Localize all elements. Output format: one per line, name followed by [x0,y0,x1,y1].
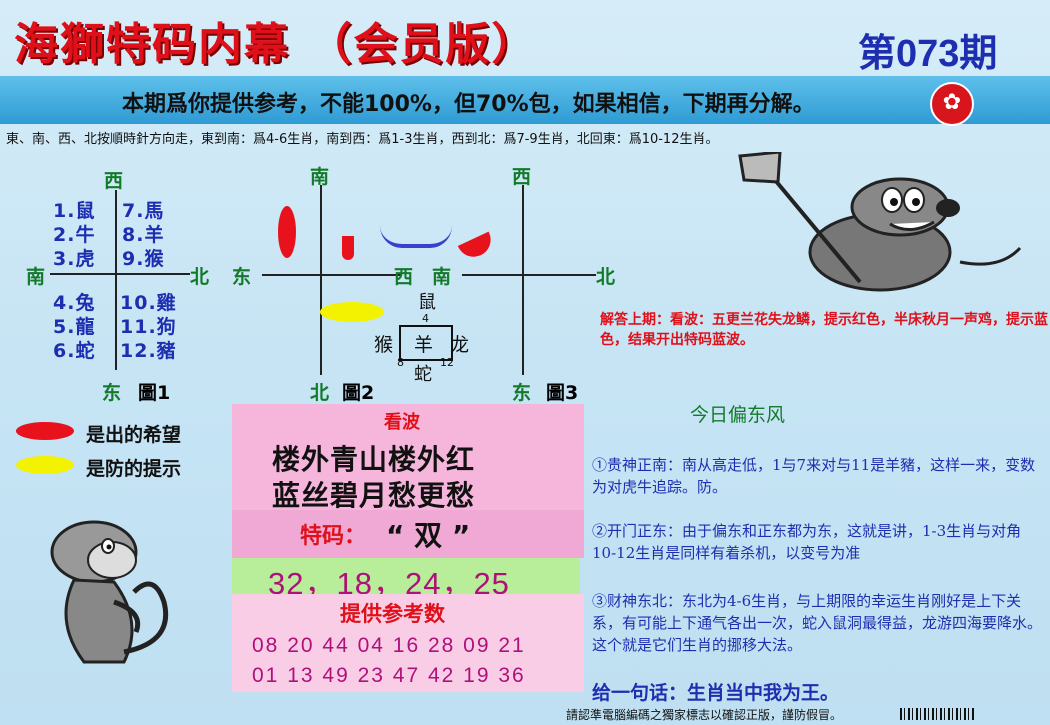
diagram2-caption: 圖2 [342,382,375,404]
diagram2-center-bl: 8 [397,356,404,369]
diagram1-top: 西 [104,170,124,192]
diagram1-right: 北 [190,266,210,288]
page-title: 海獅特码内幕 （会员版） [14,19,538,70]
legend-red-swatch [16,422,74,440]
diagram2-box [399,325,453,361]
diagram1-item: 3.虎 [53,248,96,270]
hk-flag-icon: ✿ [930,82,974,126]
paragraph: ①贵神正南：南从高走低，1与7来对与11是羊豬，这样一来，变数为对虎牛追踪。防。 [592,456,1036,496]
diagram3-right: 北 [596,266,616,288]
legend-yellow-label: 是防的提示 [86,458,182,480]
barcode-icon [900,708,976,720]
legend-yellow-swatch [16,456,74,474]
diagram2-right: 西 [394,266,414,288]
diagram2-center-right: 龙 [450,334,470,356]
diagram1-item: 12.豬 [120,340,177,362]
yellow-blob [320,302,384,322]
direction-note: 東、南、西、北按順時針方向走，東到南：爲4-6生肖，南到西：爲1-3生肖，西到北… [6,132,719,147]
answer-last: 解答上期：看波：五更兰花失龙鳞，提示红色，半床秋月一声鸡，提示蓝色，结果开出特码… [600,312,1048,348]
shovel-blade [738,152,782,184]
diagram1-item: 6.蛇 [53,340,96,362]
diagram2-center-bottom: 蛇 [414,364,432,385]
monkey-arm [113,599,141,633]
diagram2-bottom: 北 [310,382,330,404]
diagram1-left: 南 [26,266,46,288]
monkey-pupil [106,544,112,550]
slogan-bar [0,76,1050,124]
paragraph: ③财神东北：东北为4-6生肖，与上期限的幸运生肖刚好是上下关系，有可能上下通气各… [592,592,1043,654]
mole-nose [936,199,960,217]
issue-number: 第073期 [858,33,998,75]
diagram2-hline [262,274,402,276]
mole-pupil [890,198,898,206]
diagram1-item: 4.兔 [53,292,96,314]
diagram1-item: 2.牛 [53,224,96,246]
tema-value: “ 双 ” [386,519,471,552]
diagram2-center-mid: 羊 [414,334,434,356]
kanbo-box [232,404,584,510]
diagram3-top: 西 [512,166,532,188]
slogan-text: 本期爲你提供参考，不能100%，但70%包，如果相信，下期再分解。 [122,92,815,117]
mole-pupil [912,198,920,206]
diagram3-hline [462,274,596,276]
diagram1-item: 9.猴 [122,248,165,270]
ref-row2: 01 13 49 23 47 42 19 36 [252,664,526,687]
ref-box [232,594,584,692]
mole-mouth [889,220,935,231]
diagram2-center-top-num: 4 [422,312,429,325]
monkey-cartoon [50,520,169,664]
diagram1-item: 7.馬 [122,200,165,222]
ref-row1: 08 20 44 04 16 28 09 21 [252,634,526,657]
paragraph: ②开门正东：由于偏东和正东都为东，这就是讲，1-3生肖与对角10-12生肖是同样… [592,522,1022,562]
diagram3-vline [522,185,524,375]
diagram1-item: 5.龍 [53,316,96,338]
red-blob [342,236,354,260]
numbers-main-box [232,558,580,594]
diagram1-vline [115,190,117,370]
diagram2-center-left: 猴 [374,334,394,356]
red-blob [278,206,296,258]
diagram3-caption: 圖3 [546,382,579,404]
diagram2-center-top: 鼠 [418,292,436,313]
blue-arc [380,226,452,248]
diagram2-center-br: 12 [440,356,454,369]
footer-note: 請認準電腦編碼之獨家標志以確認正版，謹防假冒。 [566,708,843,722]
diagram1-item: 10.雞 [120,292,177,314]
kanbo-label: 看波 [384,412,420,433]
diagram1-item: 1.鼠 [53,200,96,222]
today-wind: 今日偏东风 [690,404,786,426]
tema-box [232,510,584,558]
diagram1-caption: 圖1 [138,382,171,404]
monkey-tail [123,581,169,655]
mole-cartoon [738,152,1022,292]
diagram3-bottom: 东 [512,382,532,404]
closing-line: 给一句话：生肖当中我为王。 [592,682,840,704]
ref-label: 提供参考数 [340,602,445,626]
mole-claw [959,246,1022,266]
kanbo-line2: 蓝丝碧月愁更愁 [272,479,476,512]
diagram1-item: 8.羊 [122,224,165,246]
diagram2-left: 东 [232,266,252,288]
diagram3-left: 南 [432,266,452,288]
kanbo-line1: 楼外青山楼外红 [272,443,476,476]
monkey-body [64,578,134,664]
diagram1-item: 11.狗 [120,316,177,338]
red-blob [457,231,497,263]
diagram2-top: 南 [310,166,330,188]
legend-red-label: 是出的希望 [86,424,182,446]
diagram2-vline [320,185,322,375]
diagram1-hline [50,273,190,275]
tema-label: 特码： [300,524,367,549]
diagram1-bottom: 东 [102,382,122,404]
